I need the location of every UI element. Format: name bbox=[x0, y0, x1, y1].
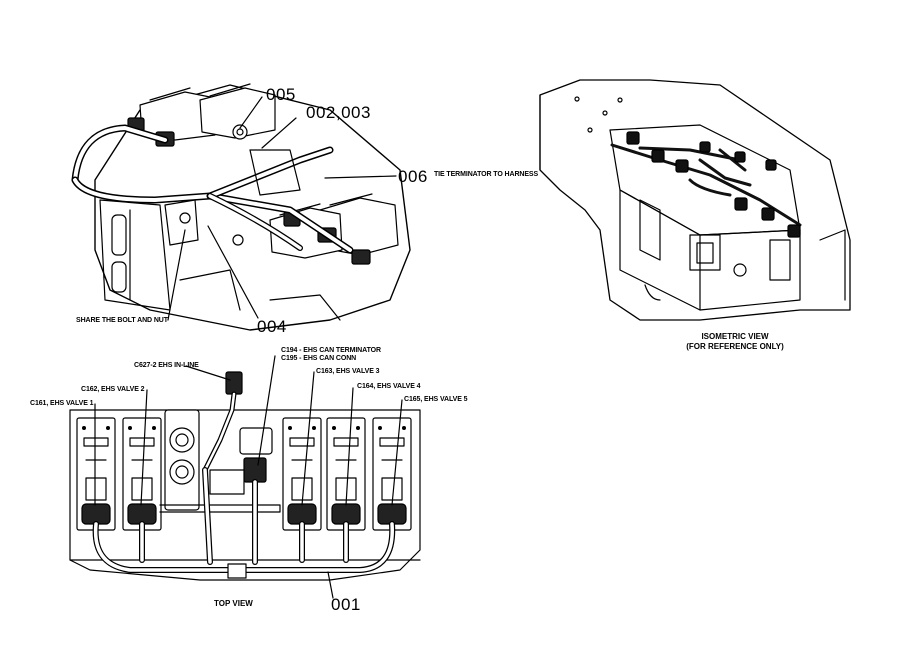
callout-004: 004 bbox=[257, 317, 287, 336]
label-c162: C162, EHS VALVE 2 bbox=[81, 386, 145, 393]
callout-006: 006 bbox=[398, 167, 428, 186]
label-c165: C165, EHS VALVE 5 bbox=[404, 396, 468, 403]
top-view-title: TOP VIEW bbox=[214, 599, 253, 608]
isometric-view bbox=[539, 79, 851, 321]
valve-connectors bbox=[81, 503, 407, 525]
callout-006-note: TIE TERMINATOR TO HARNESS bbox=[434, 171, 539, 178]
callout-005: 005 bbox=[266, 85, 296, 104]
label-c627: C627-2 EHS IN-LINE bbox=[134, 362, 199, 369]
harness-tubes bbox=[92, 467, 396, 579]
label-c161: C161, EHS VALVE 1 bbox=[30, 400, 94, 407]
label-c195: C195 - EHS CAN CONN bbox=[281, 355, 357, 362]
callout-002-003: 002,003 bbox=[306, 103, 371, 122]
valve-modules bbox=[76, 417, 412, 531]
isometric-view-subtitle: (FOR REFERENCE ONLY) bbox=[686, 342, 784, 351]
label-c164: C164, EHS VALVE 4 bbox=[357, 383, 421, 390]
isometric-view-title: ISOMETRIC VIEW bbox=[701, 332, 769, 341]
perspective-view bbox=[71, 83, 411, 331]
callout-001: 001 bbox=[331, 595, 361, 614]
top-view bbox=[69, 355, 421, 599]
label-c194: C194 - EHS CAN TERMINATOR bbox=[281, 347, 381, 354]
share-bolt-note: SHARE THE BOLT AND NUT bbox=[76, 317, 168, 324]
label-c163: C163, EHS VALVE 3 bbox=[316, 368, 380, 375]
